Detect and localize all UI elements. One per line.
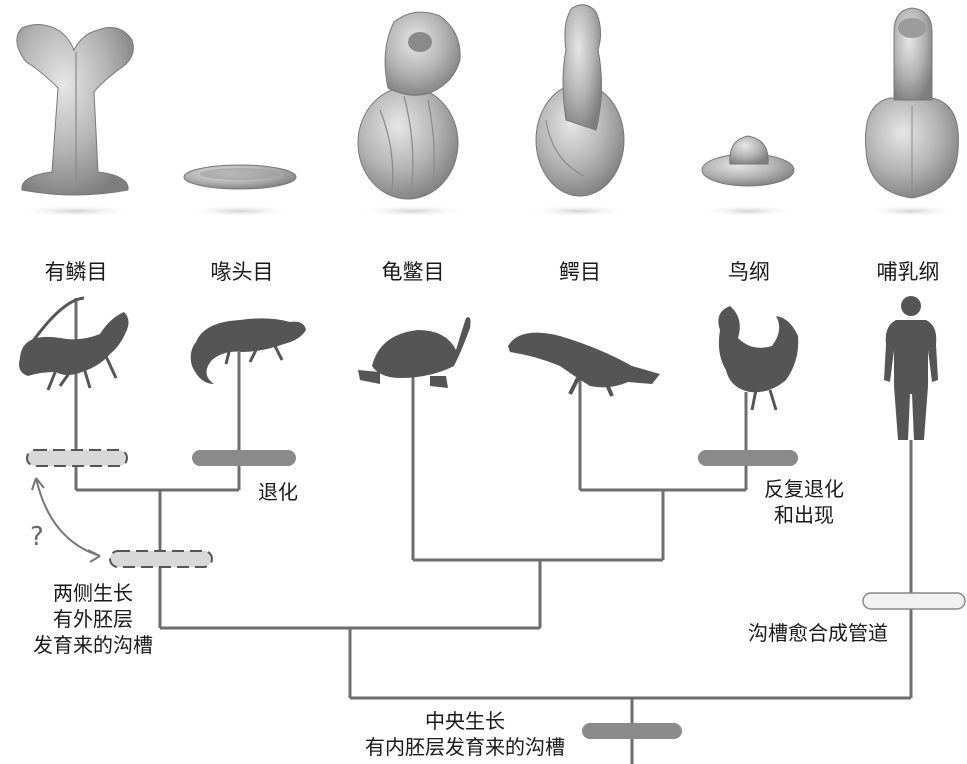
lizard-icon [19, 296, 129, 391]
taxon-label-rhynchocephalia: 喙头目 [210, 260, 274, 284]
note-bilateral-line1: 两侧生长 [53, 581, 133, 605]
bar-bird-repeated [698, 450, 798, 466]
note-central-line2: 有内胚层发育来的沟槽 [365, 735, 565, 759]
note-repeated: 反复退化 和出现 [756, 476, 852, 528]
note-fusion: 沟槽愈合成管道 [748, 621, 888, 645]
note-lost: 退化 [258, 480, 298, 504]
bird-phallus-icon [701, 135, 795, 217]
taxon-label-squamata: 有鳞目 [44, 260, 108, 284]
tree-branches [74, 298, 913, 764]
silhouettes [19, 296, 938, 440]
bar-bilateral-dashed [109, 550, 213, 568]
crocodile-penis-icon [526, 4, 630, 217]
mammal-penis-icon [863, 7, 959, 217]
note-central: 中央生长 有内胚层发育来的沟槽 [350, 708, 580, 760]
character-bars [26, 449, 966, 739]
tuatara-icon [190, 318, 306, 384]
organs-row [14, 4, 959, 217]
note-repeated-line1: 反复退化 [764, 477, 844, 501]
bar-squamate-dashed [26, 449, 128, 467]
taxon-label-aves: 鸟纲 [728, 260, 770, 284]
squamate-hemipenis-icon [14, 24, 138, 217]
taxon-label-mammalia: 哺乳纲 [876, 260, 940, 284]
bar-mammal-fusion [862, 592, 966, 610]
question-mark: ? [30, 522, 44, 552]
taxon-label-testudines: 龟鳖目 [381, 260, 445, 284]
taxon-label-crocodylia: 鳄目 [559, 260, 601, 284]
turtle-penis-icon [357, 11, 469, 217]
bar-rhyncho-lost [192, 450, 296, 466]
note-bilateral-line2: 有外胚层 [53, 607, 133, 631]
tuatara-cloaca-icon [183, 164, 297, 217]
human-icon [884, 296, 938, 440]
note-bilateral-line3: 发育来的沟槽 [33, 633, 153, 657]
uncertainty-arrow [31, 477, 101, 563]
turtle-icon [358, 317, 471, 388]
rooster-icon [718, 306, 799, 411]
note-repeated-line2: 和出现 [774, 503, 834, 527]
bar-root-central [582, 723, 682, 739]
note-central-line1: 中央生长 [425, 709, 505, 733]
note-bilateral: 两侧生长 有外胚层 发育来的沟槽 [18, 580, 168, 658]
crocodile-icon [508, 332, 660, 397]
